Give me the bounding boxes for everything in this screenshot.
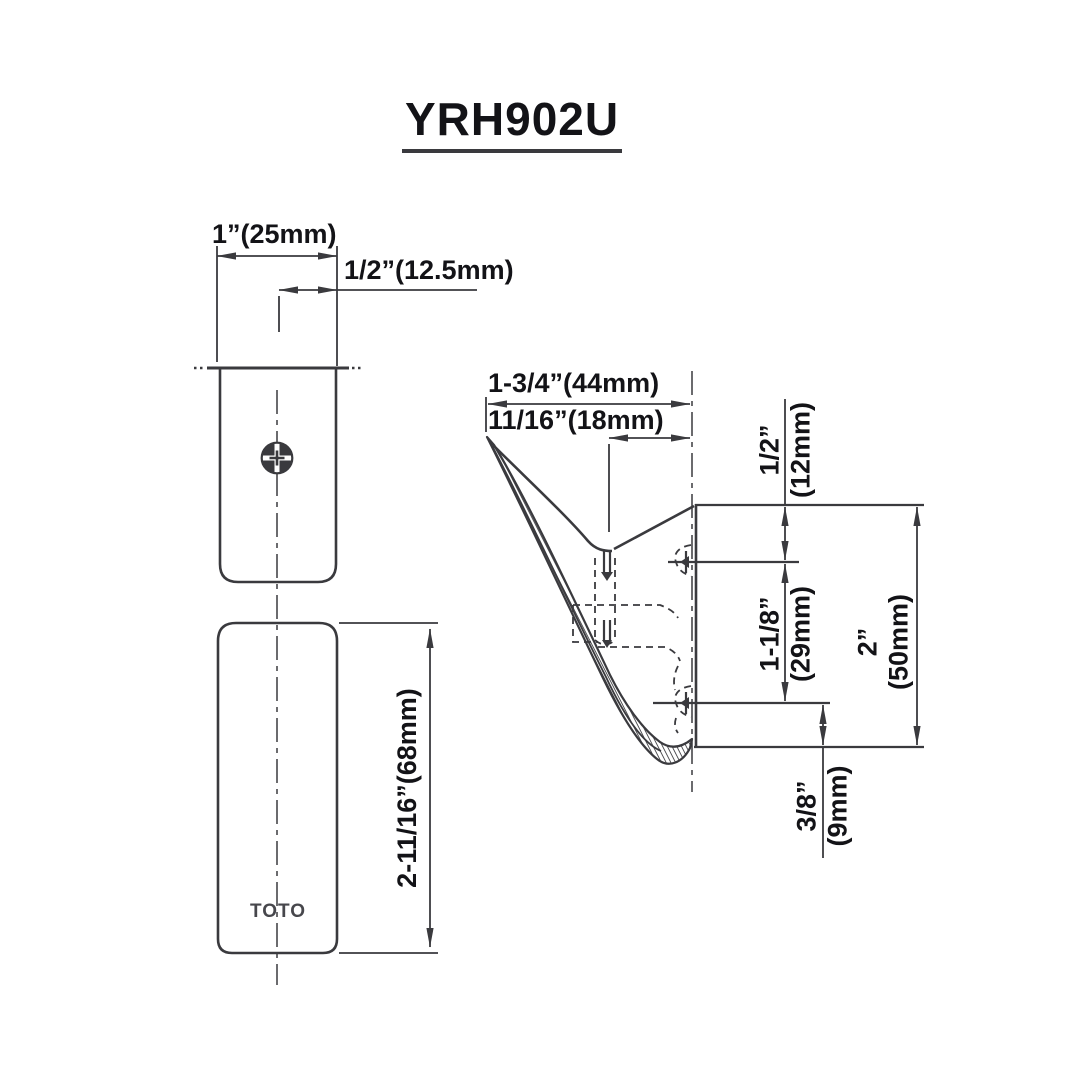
model-number-title: YRH902U bbox=[402, 92, 623, 153]
dim-bottom-to-lower-screw-in: 3/8” bbox=[791, 780, 822, 832]
dim-screw-spacing-mm: (29mm) bbox=[785, 585, 816, 683]
dim-top-to-upper-screw-in: 1/2” bbox=[754, 424, 785, 476]
hook-section-band bbox=[485, 435, 694, 765]
cover-outline bbox=[216, 621, 339, 955]
dim-tip-offset: 11/16”(18mm) bbox=[488, 405, 664, 435]
dim-cover-height: 2-11/16”(68mm) bbox=[392, 688, 422, 888]
front-view bbox=[194, 246, 477, 985]
dim-top-to-upper-screw-mm: (12mm) bbox=[785, 401, 816, 499]
dim-overall-height: 2” (50mm) bbox=[852, 594, 913, 690]
front-dimensions bbox=[216, 246, 477, 954]
hook-inner-profile bbox=[492, 444, 695, 553]
toto-logo: TOTO bbox=[249, 901, 307, 922]
dim-top-to-upper-screw: 1/2” (12mm) bbox=[754, 402, 815, 498]
side-dimensions bbox=[485, 397, 921, 858]
dim-bottom-to-lower-screw: 3/8” (9mm) bbox=[791, 765, 852, 846]
screw-head bbox=[260, 441, 294, 475]
side-view bbox=[485, 371, 924, 858]
screw-shaft-marks bbox=[601, 551, 689, 714]
dim-overall-height-mm: (50mm) bbox=[883, 593, 914, 691]
dim-cover-height-text: 2-11/16”(68mm) bbox=[391, 688, 422, 888]
mounting-plate-outline bbox=[194, 366, 362, 584]
dim-bottom-to-lower-screw-mm: (9mm) bbox=[822, 765, 853, 847]
dim-overall-height-in: 2” bbox=[852, 627, 883, 657]
dim-screw-spacing-in: 1-1/8” bbox=[754, 596, 785, 672]
dim-plate-width: 1”(25mm) bbox=[212, 219, 337, 249]
hidden-lines bbox=[572, 544, 692, 734]
dim-center-offset: 1/2”(12.5mm) bbox=[344, 255, 514, 285]
dim-screw-spacing: 1-1/8” (29mm) bbox=[754, 586, 815, 682]
dim-projection: 1-3/4”(44mm) bbox=[488, 368, 660, 398]
